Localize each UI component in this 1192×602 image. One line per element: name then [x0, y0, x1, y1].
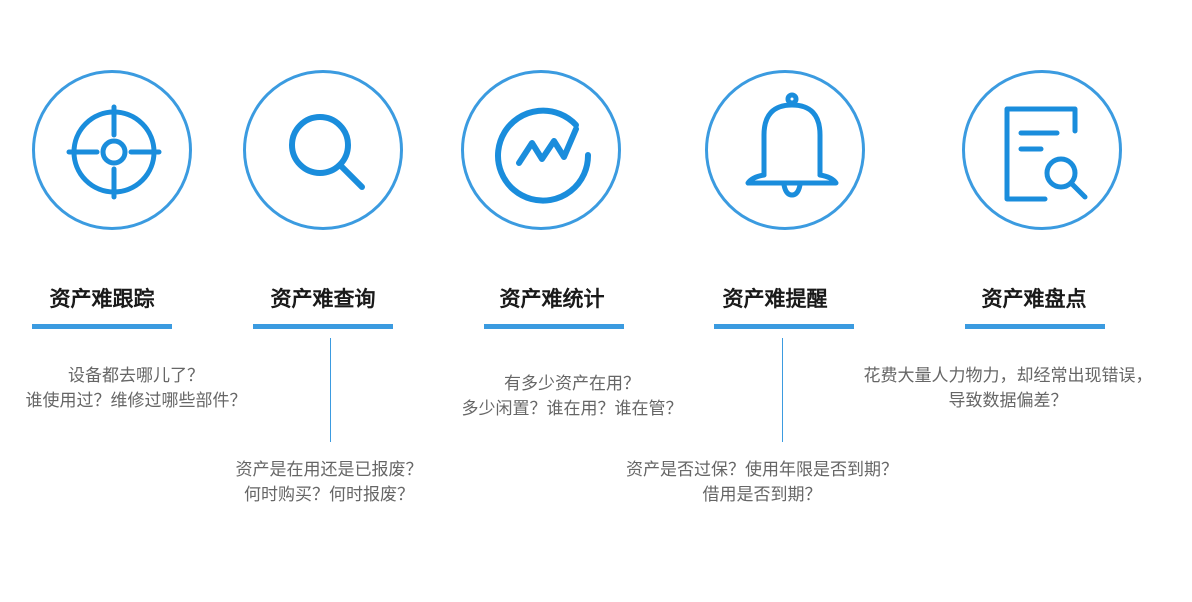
desc-line: 设备都去哪儿了？: [68, 366, 204, 386]
feature-title-statistics: 资产难统计: [499, 287, 605, 311]
magnifier-icon: [289, 114, 365, 190]
bell-icon: [745, 92, 839, 198]
title-underline-query: [253, 324, 393, 329]
feature-title-tracking: 资产难跟踪: [49, 287, 155, 311]
feature-title-inventory: 资产难盘点: [981, 287, 1087, 311]
feature-desc-statistics: 有多少资产在用？ 多少闲置？谁在用？谁在管？: [430, 372, 714, 422]
desc-line: 有多少资产在用？: [504, 374, 640, 394]
desc-line: 花费大量人力物力，却经常出现错误，: [863, 366, 1153, 386]
feature-desc-query: 资产是在用还是已报废？ 何时购买？何时报废？: [196, 458, 462, 508]
feature-title-query: 资产难查询: [270, 287, 376, 311]
title-underline-tracking: [32, 324, 172, 329]
desc-line: 资产是在用还是已报废？: [235, 460, 423, 480]
title-underline-inventory: [965, 324, 1105, 329]
desc-line: 谁使用过？维修过哪些部件？: [25, 391, 247, 411]
document-search-icon: [1004, 106, 1088, 202]
feature-icon-circle-query: [243, 70, 403, 230]
feature-icon-circle-statistics: [461, 70, 621, 230]
desc-line: 导致数据偏差？: [948, 391, 1068, 411]
feature-desc-tracking: 设备都去哪儿了？ 谁使用过？维修过哪些部件？: [0, 364, 272, 414]
desc-line: 何时购买？何时报废？: [244, 485, 414, 505]
desc-line: 借用是否到期？: [702, 485, 822, 505]
stats-trend-icon: [495, 107, 592, 204]
desc-line: 多少闲置？谁在用？谁在管？: [461, 399, 683, 419]
feature-title-reminder: 资产难提醒: [722, 287, 828, 311]
feature-icon-circle-tracking: [32, 70, 192, 230]
feature-icon-circle-reminder: [705, 70, 865, 230]
feature-desc-inventory: 花费大量人力物力，却经常出现错误， 导致数据偏差？: [832, 364, 1184, 414]
connector-line-reminder: [782, 338, 783, 442]
feature-icon-circle-inventory: [962, 70, 1122, 230]
desc-line: 资产是否过保？使用年限是否到期？: [626, 460, 898, 480]
title-underline-statistics: [484, 324, 624, 329]
connector-line-query: [330, 338, 331, 442]
title-underline-reminder: [714, 324, 854, 329]
target-crosshair-icon: [66, 104, 162, 200]
feature-desc-reminder: 资产是否过保？使用年限是否到期？ 借用是否到期？: [592, 458, 932, 508]
